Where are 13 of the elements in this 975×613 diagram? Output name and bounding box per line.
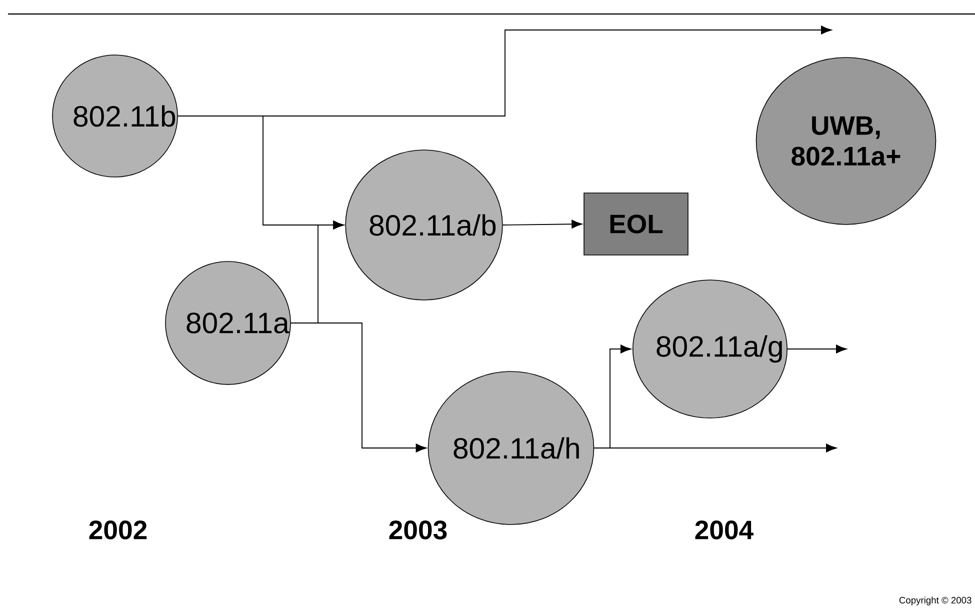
arrow — [502, 220, 582, 228]
copyright-text: Copyright © 2003 — [899, 596, 972, 606]
arrow — [290, 322, 426, 452]
year-label: 2004 — [695, 520, 754, 540]
circle-node: 802.11a/b — [345, 150, 503, 300]
arrow — [594, 444, 837, 452]
status-box: EOL — [584, 192, 688, 256]
circle-node: 802.11a/g — [632, 280, 788, 418]
year-label: 2002 — [89, 520, 147, 540]
circle-node: 802.11a — [165, 261, 291, 385]
arrow — [787, 344, 847, 354]
circle-node: 802.11b — [52, 54, 178, 178]
circle-node: UWB, 802.11a+ — [756, 57, 936, 225]
